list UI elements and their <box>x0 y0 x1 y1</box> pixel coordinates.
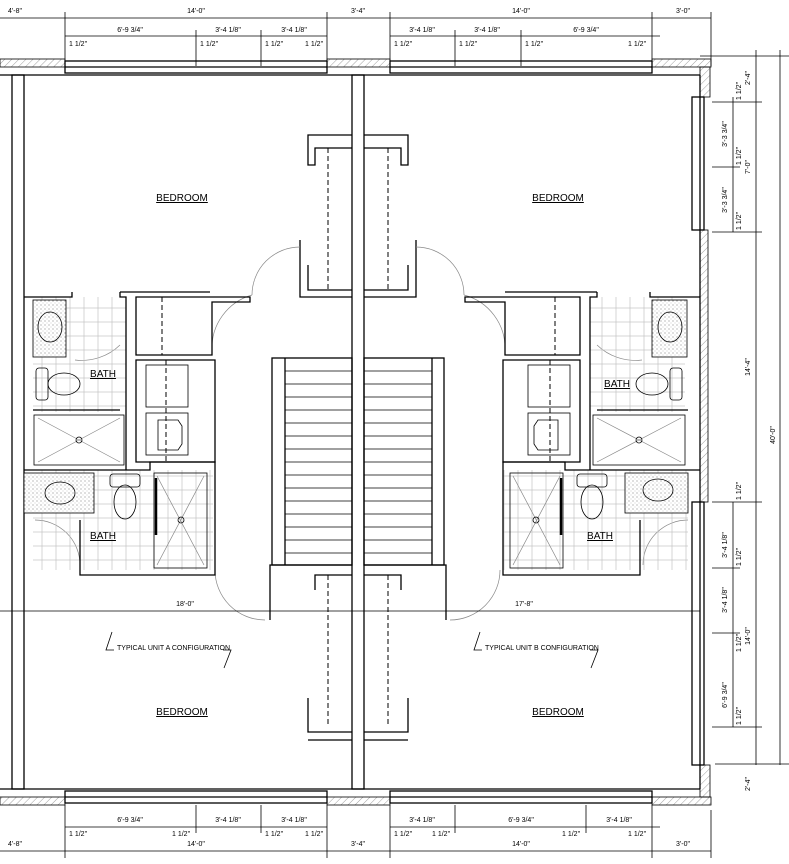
room-label-bedroom: BEDROOM <box>532 707 584 718</box>
dim-label: 14'-4" <box>745 358 752 376</box>
dim-label: 2'-4" <box>745 777 752 791</box>
unit-width-dimensions: 18'-0" 17'-8" <box>0 601 700 612</box>
dim-label: 3'-3 3/4" <box>722 187 729 213</box>
hall-closets <box>269 134 447 741</box>
dim-label: 3'-4 1/8" <box>281 27 307 34</box>
dim-label: 3'-4 1/8" <box>722 587 729 613</box>
room-label-bedroom: BEDROOM <box>532 193 584 204</box>
dim-label: 3'-4 1/8" <box>409 27 435 34</box>
dim-label: 1 1/2" <box>305 41 324 48</box>
dim-label: 1 1/2" <box>736 211 743 230</box>
dim-label: 1 1/2" <box>628 41 647 48</box>
dim-label: 1 1/2" <box>265 831 284 838</box>
dim-label: 4'-8" <box>8 841 22 848</box>
room-label-bath: BATH <box>90 531 116 542</box>
dim-label: 3'-4 1/8" <box>215 817 241 824</box>
dim-label: 1 1/2" <box>394 831 413 838</box>
note-unit-b: TYPICAL UNIT B CONFIGURATION <box>485 645 599 652</box>
dim-label: 3'-4" <box>351 841 365 848</box>
dim-label: 1 1/2" <box>736 481 743 500</box>
dim-label: 14'-0" <box>512 841 530 848</box>
room-label-bath: BATH <box>90 369 116 380</box>
dim-label: 3'-4" <box>351 8 365 15</box>
dim-label: 3'-4 1/8" <box>215 27 241 34</box>
dim-label: 6'-9 3/4" <box>117 817 143 824</box>
dim-label: 18'-0" <box>176 601 194 608</box>
dim-label: 3'-3 3/4" <box>722 121 729 147</box>
dim-label: 1 1/2" <box>736 706 743 725</box>
top-dimensions: 4'-8" 14'-0" 3'-4" 14'-0" 3'-0" 6'-9 3/4… <box>0 8 712 66</box>
dim-label: 1 1/2" <box>394 41 413 48</box>
note-unit-a: TYPICAL UNIT A CONFIGURATION <box>117 645 230 652</box>
stairs <box>271 357 445 566</box>
dim-label-overall-depth: 40'-0" <box>770 426 777 444</box>
dim-label: 1 1/2" <box>305 831 324 838</box>
dim-label: 1 1/2" <box>265 41 284 48</box>
dim-label: 3'-0" <box>676 841 690 848</box>
dim-label: 1 1/2" <box>172 831 191 838</box>
dim-label: 6'-9 3/4" <box>573 27 599 34</box>
dim-label: 1 1/2" <box>69 41 88 48</box>
room-label-bath: BATH <box>604 379 630 390</box>
left-unit-interior <box>23 291 251 576</box>
dim-label: 14'-0" <box>512 8 530 15</box>
bottom-dimensions: 6'-9 3/4" 3'-4 1/8" 3'-4 1/8" 3'-4 1/8" … <box>0 805 712 858</box>
unit-notes: TYPICAL UNIT A CONFIGURATION TYPICAL UNI… <box>105 631 599 669</box>
dim-label: 7'-0" <box>745 160 752 174</box>
dim-label: 3'-4 1/8" <box>281 817 307 824</box>
dim-label: 1 1/2" <box>736 633 743 652</box>
dim-label: 1 1/2" <box>736 146 743 165</box>
dim-label: 6'-9 3/4" <box>508 817 534 824</box>
dim-label: 1 1/2" <box>69 831 88 838</box>
dim-label: 17'-8" <box>515 601 533 608</box>
dim-label: 1 1/2" <box>736 547 743 566</box>
dim-label: 3'-4 1/8" <box>474 27 500 34</box>
dim-label: 14'-0" <box>187 841 205 848</box>
dim-label: 6'-9 3/4" <box>117 27 143 34</box>
right-dimensions: 2'-4" 3'-3 3/4" 7'-0" 3'-3 3/4" 14'-4" 4… <box>700 50 789 791</box>
dim-label: 3'-0" <box>676 8 690 15</box>
dim-label: 2'-4" <box>745 71 752 85</box>
dim-label: 14'-0" <box>187 8 205 15</box>
dim-label: 1 1/2" <box>562 831 581 838</box>
dim-label: 1 1/2" <box>432 831 451 838</box>
dim-label: 4'-8" <box>8 8 22 15</box>
room-label-bedroom: BEDROOM <box>156 193 208 204</box>
dim-label: 1 1/2" <box>628 831 647 838</box>
dim-label: 14'-0" <box>745 627 752 645</box>
dim-label: 1 1/2" <box>525 41 544 48</box>
dim-label: 3'-4 1/8" <box>606 817 632 824</box>
dim-label: 1 1/2" <box>459 41 478 48</box>
exterior-walls <box>0 58 712 806</box>
room-label-bedroom: BEDROOM <box>156 707 208 718</box>
dim-label: 1 1/2" <box>200 41 219 48</box>
dim-label: 3'-4 1/8" <box>722 532 729 558</box>
dim-label: 3'-4 1/8" <box>409 817 435 824</box>
dim-label: 1 1/2" <box>736 81 743 100</box>
room-label-bath: BATH <box>587 531 613 542</box>
dim-label: 6'-9 3/4" <box>722 682 729 708</box>
right-unit-interior <box>464 291 700 576</box>
